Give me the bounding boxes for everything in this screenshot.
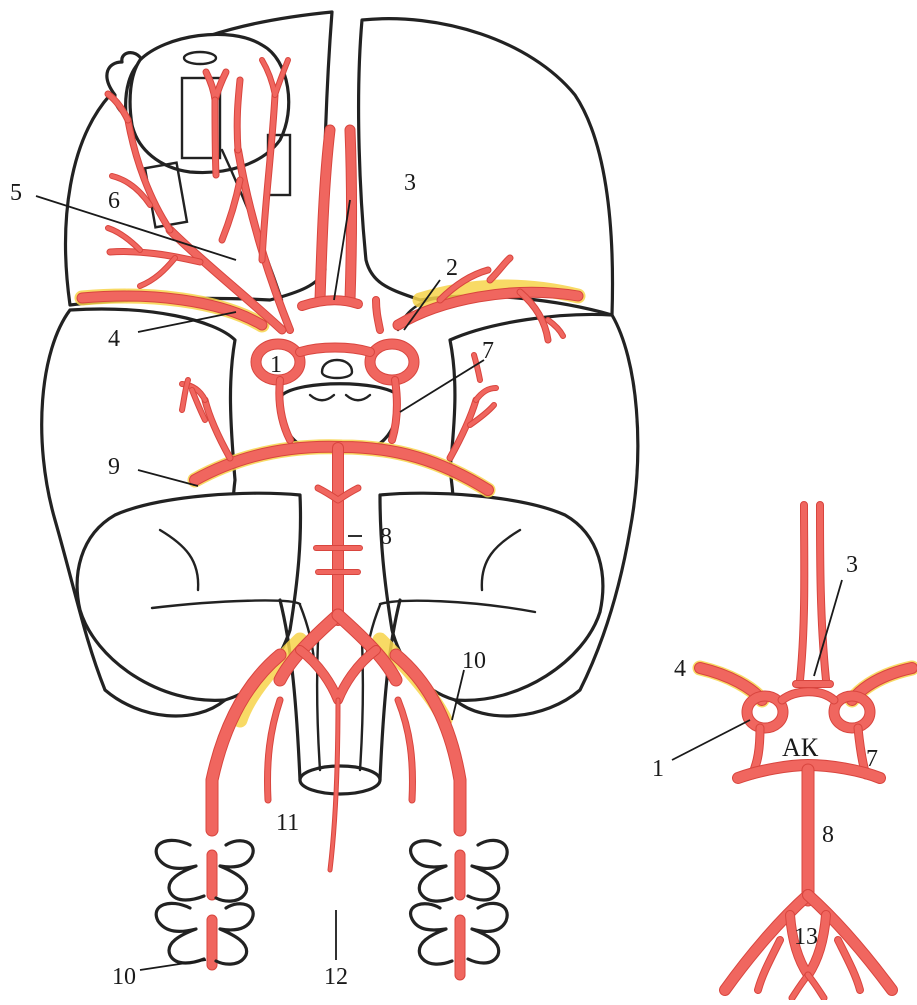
artery-segment-44	[300, 650, 376, 700]
eyeball-outline	[130, 34, 289, 172]
inset-label-3: 3	[846, 552, 858, 578]
artery-segment-1	[350, 130, 352, 300]
label-12: 12	[324, 964, 348, 990]
inset-label-1: 1	[652, 756, 664, 782]
inset-label-13: 13	[794, 924, 818, 950]
artery-segment-72	[808, 975, 824, 998]
inset-label-8: 8	[822, 822, 834, 848]
inset-label-4: 4	[674, 656, 686, 682]
artery-segment-48	[268, 700, 281, 800]
inset-label-7: 7	[866, 746, 878, 772]
leader-line-8	[140, 960, 206, 970]
label-4: 4	[108, 326, 120, 352]
vertebra-left-upper	[156, 840, 253, 901]
label-6: 6	[108, 188, 120, 214]
label-7: 7	[482, 338, 494, 364]
label-10-right: 10	[462, 648, 486, 674]
label-1: 1	[270, 352, 282, 378]
label-11: 11	[276, 810, 299, 836]
mammillary-body	[322, 360, 352, 378]
leader-line-11	[672, 720, 750, 760]
artery-segment-27	[279, 380, 290, 440]
label-10-bottom: 10	[112, 964, 136, 990]
artery-segment-8	[215, 100, 216, 175]
artery-segment-4	[237, 80, 240, 150]
pons-marks	[310, 395, 370, 400]
medulla-cut-section	[300, 766, 380, 794]
label-8: 8	[380, 524, 392, 550]
artery-segment-19	[490, 258, 510, 280]
label-5: 5	[10, 180, 22, 206]
inset-circle-of-willis: 3 4 1 АК 7 8 13	[652, 505, 912, 998]
label-9: 9	[108, 454, 120, 480]
label-3: 3	[404, 170, 416, 196]
label-2: 2	[446, 255, 458, 281]
vertebra-left-lower	[156, 903, 253, 964]
artery-segment-71	[792, 975, 808, 998]
artery-segment-26	[300, 348, 370, 353]
artery-segment-30	[205, 400, 230, 458]
pons-outline	[281, 384, 398, 448]
artery-segment-16	[222, 180, 240, 240]
inset-label-ak: АК	[782, 733, 819, 762]
